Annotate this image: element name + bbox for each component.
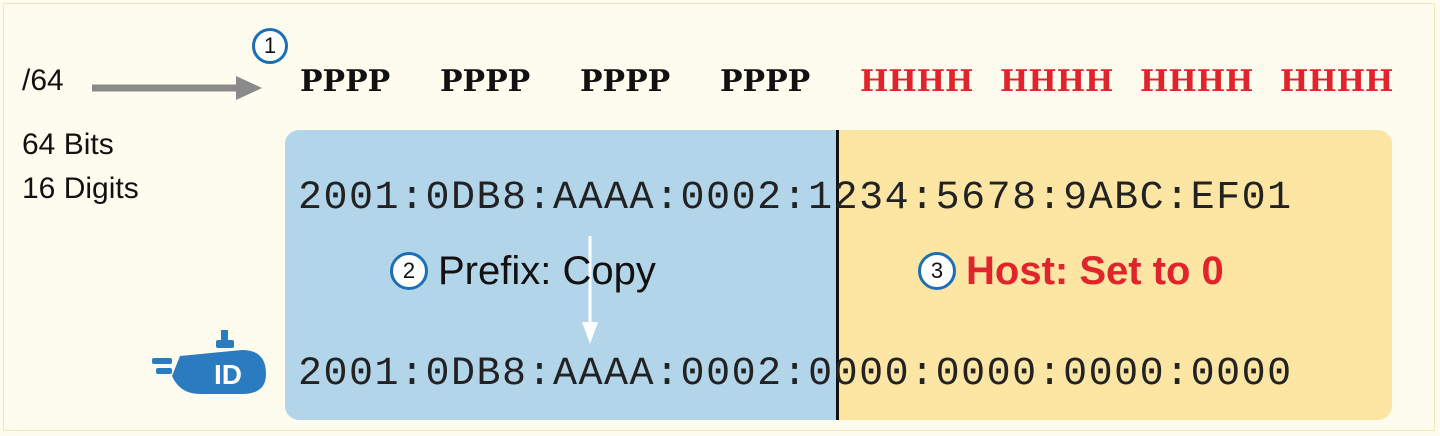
host-group-1: HHHH bbox=[860, 64, 974, 99]
prefix-region bbox=[285, 130, 840, 420]
original-address-prefix: 2001:0DB8:AAAA:0002 bbox=[298, 176, 783, 221]
original-address-separator: : bbox=[782, 176, 809, 221]
prefix-group-2: PPPP bbox=[440, 64, 531, 99]
subnet-id-prefix: 2001:0DB8:AAAA:0002 bbox=[298, 352, 783, 397]
original-address: 2001:0DB8:AAAA:0002:1234:5678:9ABC:EF01 bbox=[298, 176, 1293, 221]
copy-arrow bbox=[582, 236, 598, 344]
step-3-badge: 3 bbox=[918, 252, 956, 290]
step-2-text: Prefix: Copy bbox=[438, 249, 656, 293]
step-2: 2 Prefix: Copy bbox=[390, 248, 656, 294]
diagram-frame bbox=[3, 3, 1435, 431]
step-1-badge: 1 bbox=[252, 28, 288, 64]
host-group-2: HHHH bbox=[1000, 64, 1114, 99]
host-group-3: HHHH bbox=[1140, 64, 1254, 99]
step-2-badge: 2 bbox=[390, 252, 428, 290]
subnet-id-host: 0000:0000:0000:0000 bbox=[808, 352, 1293, 397]
subnet-id-separator: : bbox=[782, 352, 809, 397]
step-3: 3 Host: Set to 0 bbox=[918, 248, 1224, 294]
pattern-row: PPPP PPPP PPPP PPPP HHHH HHHH HHHH HHHH bbox=[300, 62, 1420, 102]
prefix-host-divider bbox=[836, 130, 839, 420]
bits-label: 64 Bits bbox=[22, 128, 114, 161]
prefix-group-3: PPPP bbox=[580, 64, 671, 99]
subnet-id-address: 2001:0DB8:AAAA:0002:0000:0000:0000:0000 bbox=[298, 352, 1293, 397]
submarine-id-icon: ID bbox=[152, 330, 266, 394]
digits-label: 16 Digits bbox=[22, 172, 139, 205]
prefix-group-4: PPPP bbox=[720, 64, 811, 99]
prefix-length-label: /64 bbox=[22, 64, 64, 97]
step-3-text: Host: Set to 0 bbox=[966, 249, 1224, 293]
prefix-group-1: PPPP bbox=[300, 64, 391, 99]
host-group-4: HHHH bbox=[1280, 64, 1394, 99]
prefix-length-arrow bbox=[92, 76, 262, 100]
icon-label: ID bbox=[214, 359, 242, 390]
original-address-host: 1234:5678:9ABC:EF01 bbox=[808, 176, 1293, 221]
